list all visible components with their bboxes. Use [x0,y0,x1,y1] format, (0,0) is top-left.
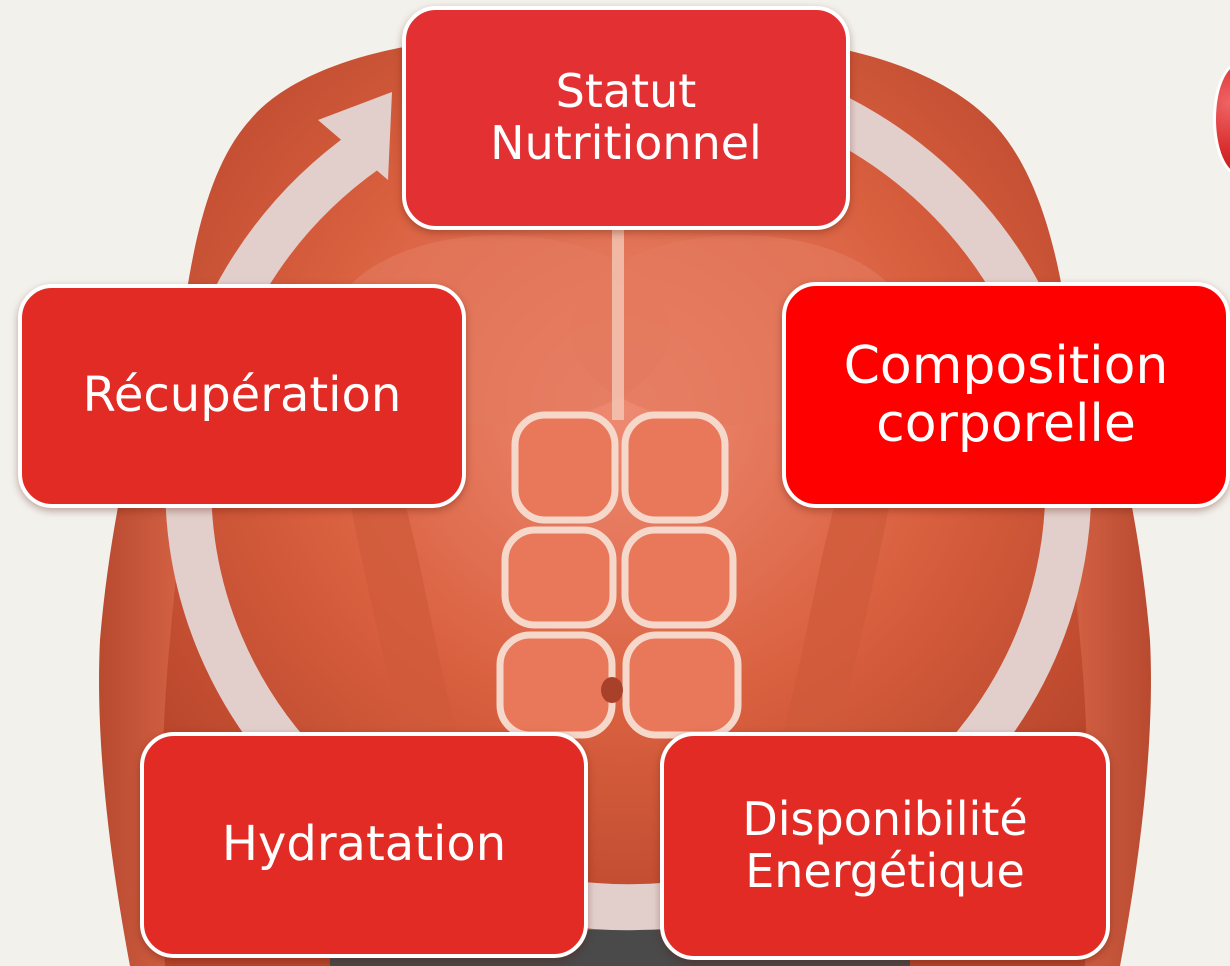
node-label: Composition corporelle [844,337,1169,453]
node-hydratation[interactable]: Hydratation [140,732,588,958]
node-label: Hydratation [222,818,506,872]
node-statut-nutritionnel[interactable]: Statut Nutritionnel [402,6,850,230]
node-recuperation[interactable]: Récupération [18,284,466,508]
node-label: Statut Nutritionnel [490,66,762,169]
node-label: Récupération [83,369,402,423]
node-label: Disponibilité Energétique [742,794,1027,897]
node-disponibilite-energetique[interactable]: Disponibilité Energétique [660,732,1110,960]
node-composition-corporelle[interactable]: Composition corporelle [782,282,1230,508]
